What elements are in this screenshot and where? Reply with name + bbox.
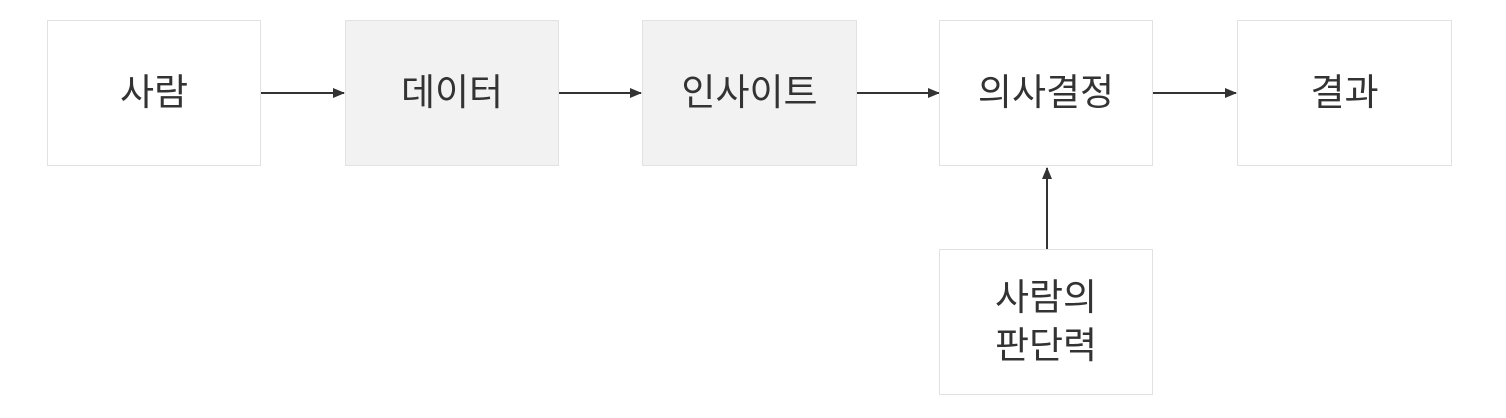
node-decision-label: 의사결정 bbox=[977, 70, 1115, 114]
node-data-label: 데이터 bbox=[400, 70, 504, 114]
node-judgment-label-line2: 판단력 bbox=[994, 324, 1098, 367]
node-result: 결과 bbox=[1237, 20, 1452, 166]
node-judgment-lines: 사람의 판단력 bbox=[995, 274, 1097, 370]
node-decision: 의사결정 bbox=[939, 20, 1153, 166]
node-data: 데이터 bbox=[345, 20, 559, 166]
node-result-label: 결과 bbox=[1310, 70, 1379, 114]
node-insight-label: 인사이트 bbox=[681, 70, 818, 114]
node-insight: 인사이트 bbox=[642, 20, 857, 166]
node-person-label: 사람 bbox=[119, 70, 189, 114]
node-judgment-label-line1: 사람의 bbox=[994, 275, 1098, 319]
node-person: 사람 bbox=[47, 20, 261, 166]
node-judgment: 사람의 판단력 bbox=[939, 249, 1153, 395]
